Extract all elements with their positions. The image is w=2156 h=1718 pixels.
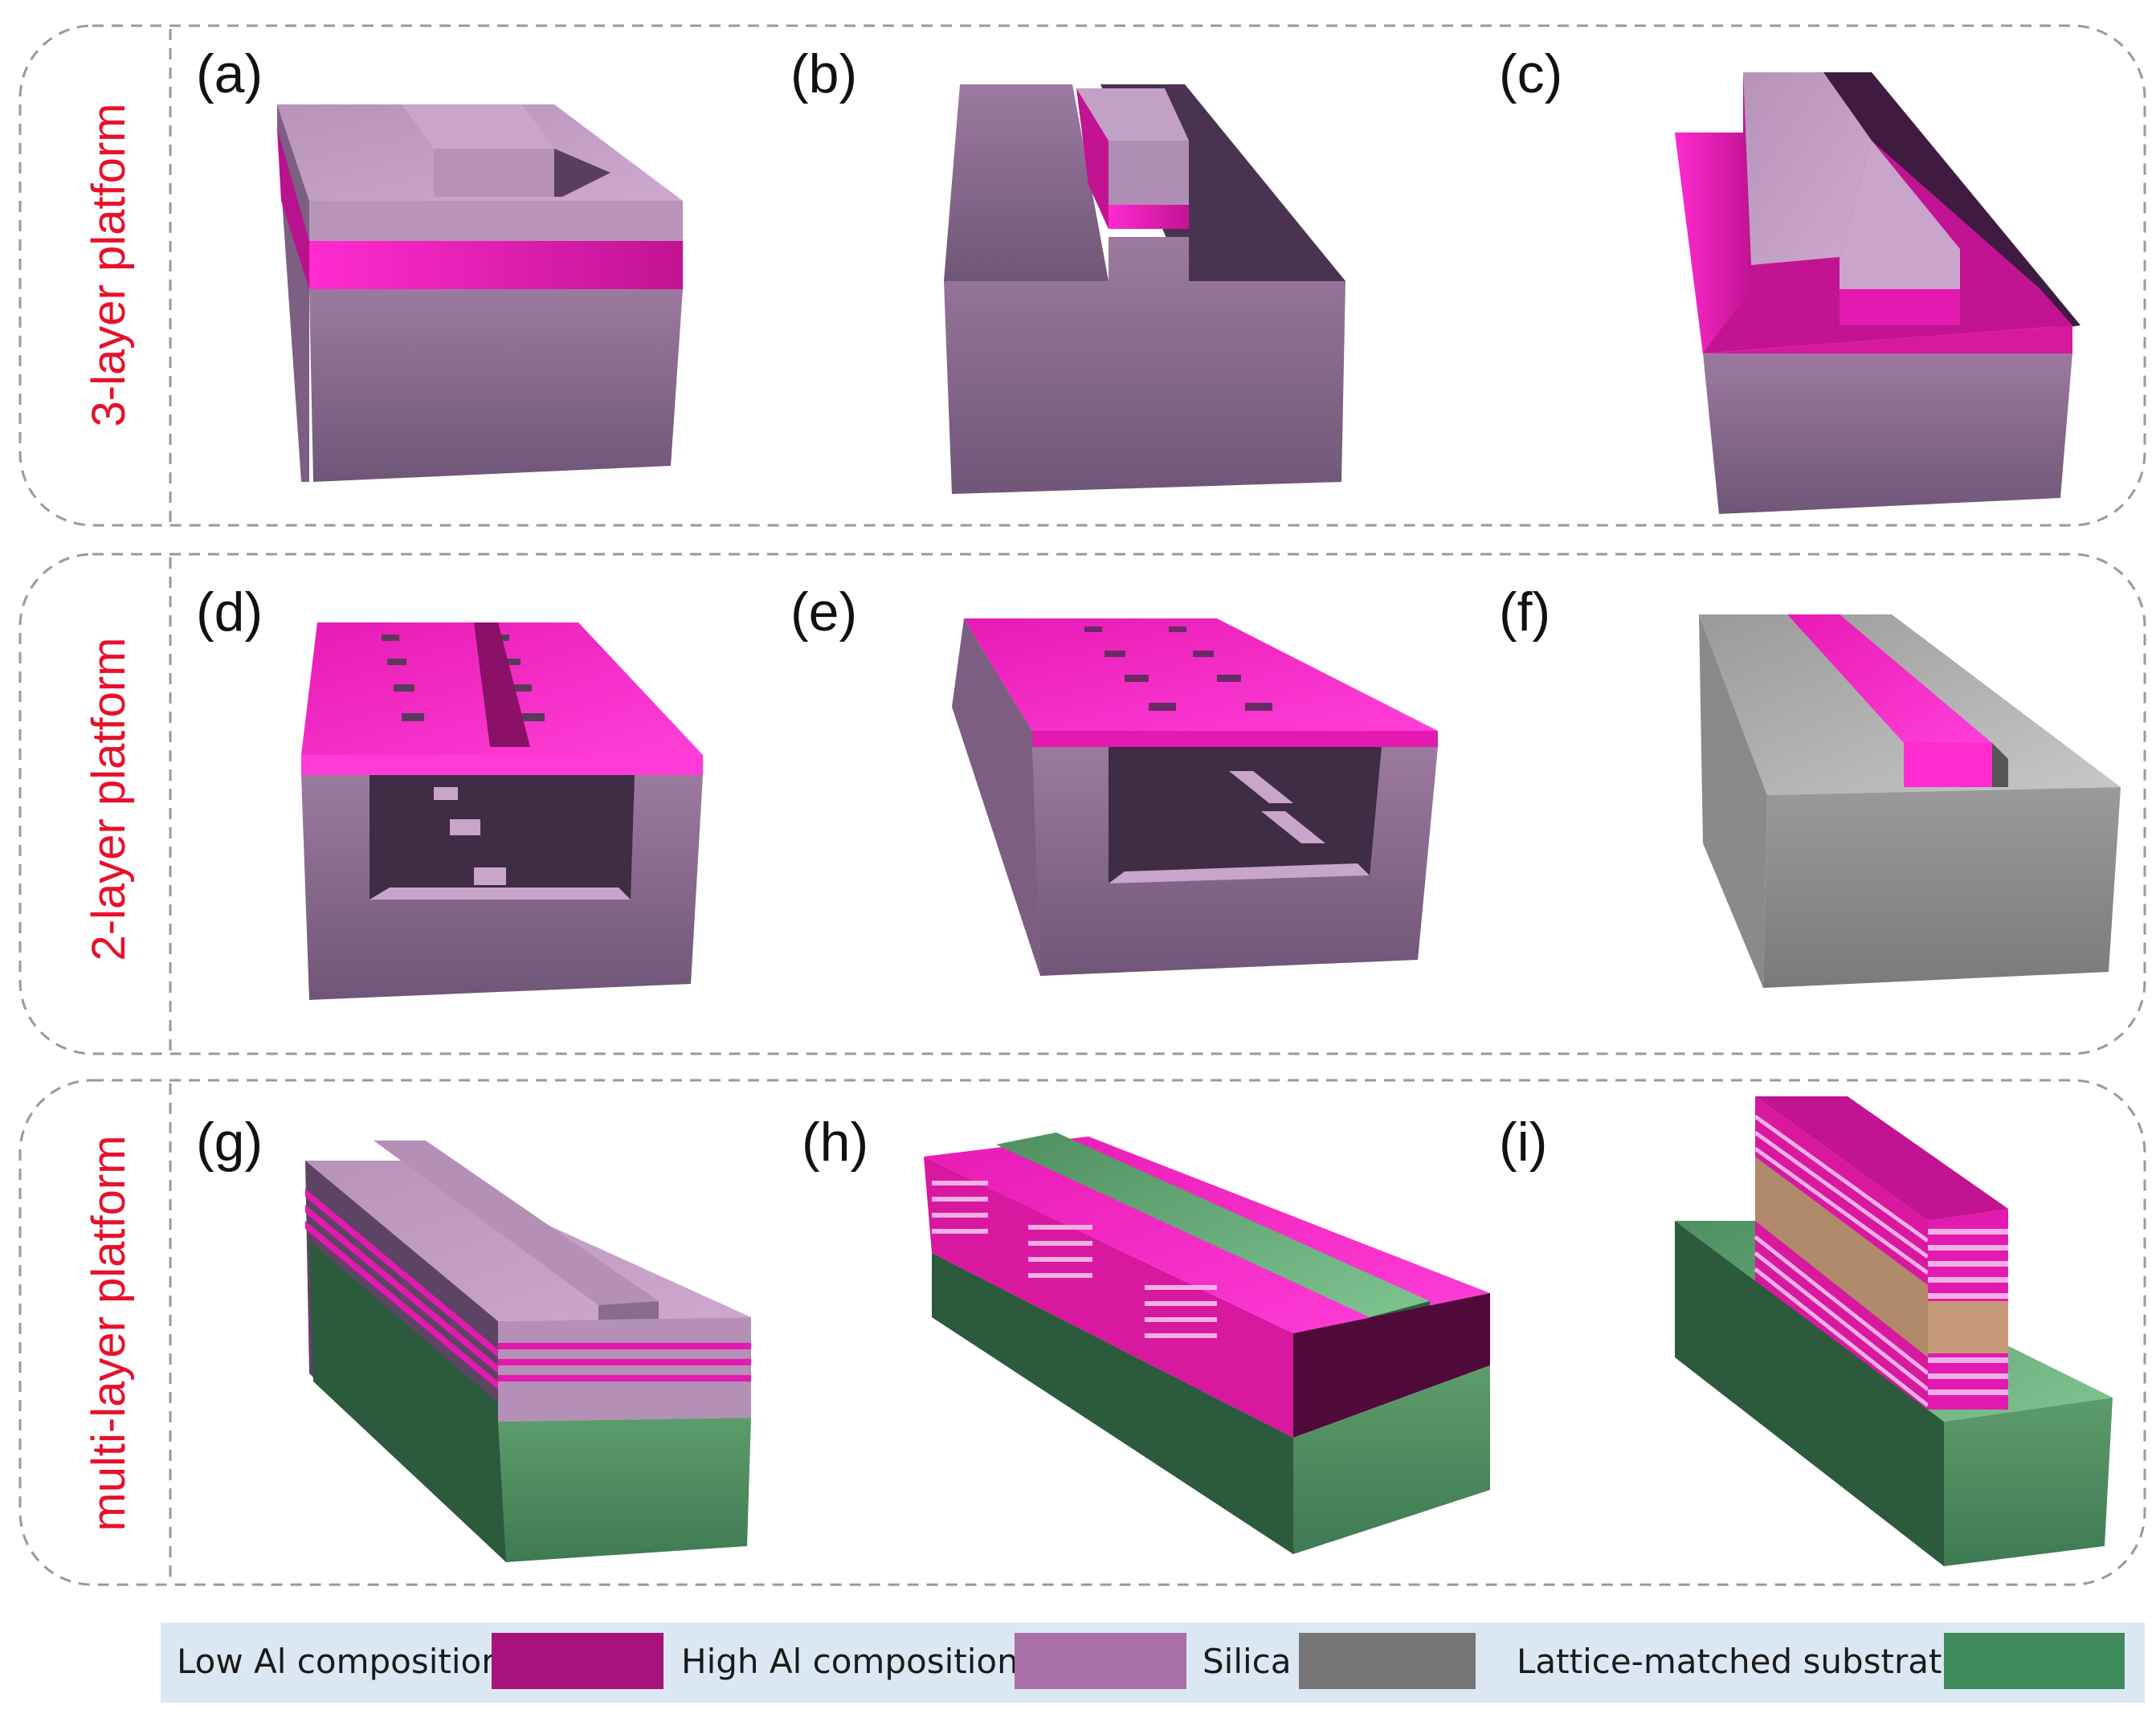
legend-label-silica: Silica (1203, 1642, 1292, 1681)
row-label-3: multi-layer platform (83, 1135, 135, 1531)
panel-label-b: (b) (790, 43, 857, 104)
panel-a-waveguide (277, 104, 683, 482)
row-frame-3 (18, 1079, 2146, 1586)
row-frame-2 (18, 553, 2146, 1055)
legend: Low Al composition High Al composition S… (161, 1622, 2145, 1703)
panel-label-h: (h) (802, 1112, 868, 1173)
legend-swatch-low-al (492, 1633, 664, 1689)
panel-h-waveguide (924, 1132, 1490, 1554)
panel-label-i: (i) (1499, 1112, 1547, 1173)
legend-swatch-substrate (1944, 1633, 2125, 1689)
row-frames (18, 24, 2146, 1586)
row-label-2: 2-layer platform (83, 638, 135, 961)
panel-i-waveguide (1675, 1096, 2113, 1566)
panel-label-e: (e) (790, 582, 857, 643)
panel-b-waveguide (944, 84, 1345, 494)
legend-label-substrate: Lattice-matched substrate (1517, 1642, 1962, 1681)
panel-label-a: (a) (196, 43, 263, 104)
row-frame-1 (18, 24, 2146, 527)
legend-swatch-high-al (1015, 1633, 1186, 1689)
panel-label-f: (f) (1499, 582, 1550, 643)
panel-g-waveguide (305, 1141, 751, 1562)
legend-swatch-silica (1299, 1633, 1476, 1689)
panel-e-waveguide (952, 618, 1438, 976)
panel-c-waveguide (1675, 72, 2080, 514)
legend-label-high-al: High Al composition (681, 1642, 1019, 1681)
legend-label-low-al: Low Al composition (177, 1642, 503, 1681)
row-label-1: 3-layer platform (83, 104, 135, 427)
panel-f-waveguide (1699, 614, 2121, 988)
panel-d-waveguide (301, 622, 703, 1000)
panel-label-c: (c) (1499, 43, 1562, 104)
panel-label-d: (d) (196, 582, 263, 643)
panel-label-g: (g) (196, 1112, 263, 1173)
